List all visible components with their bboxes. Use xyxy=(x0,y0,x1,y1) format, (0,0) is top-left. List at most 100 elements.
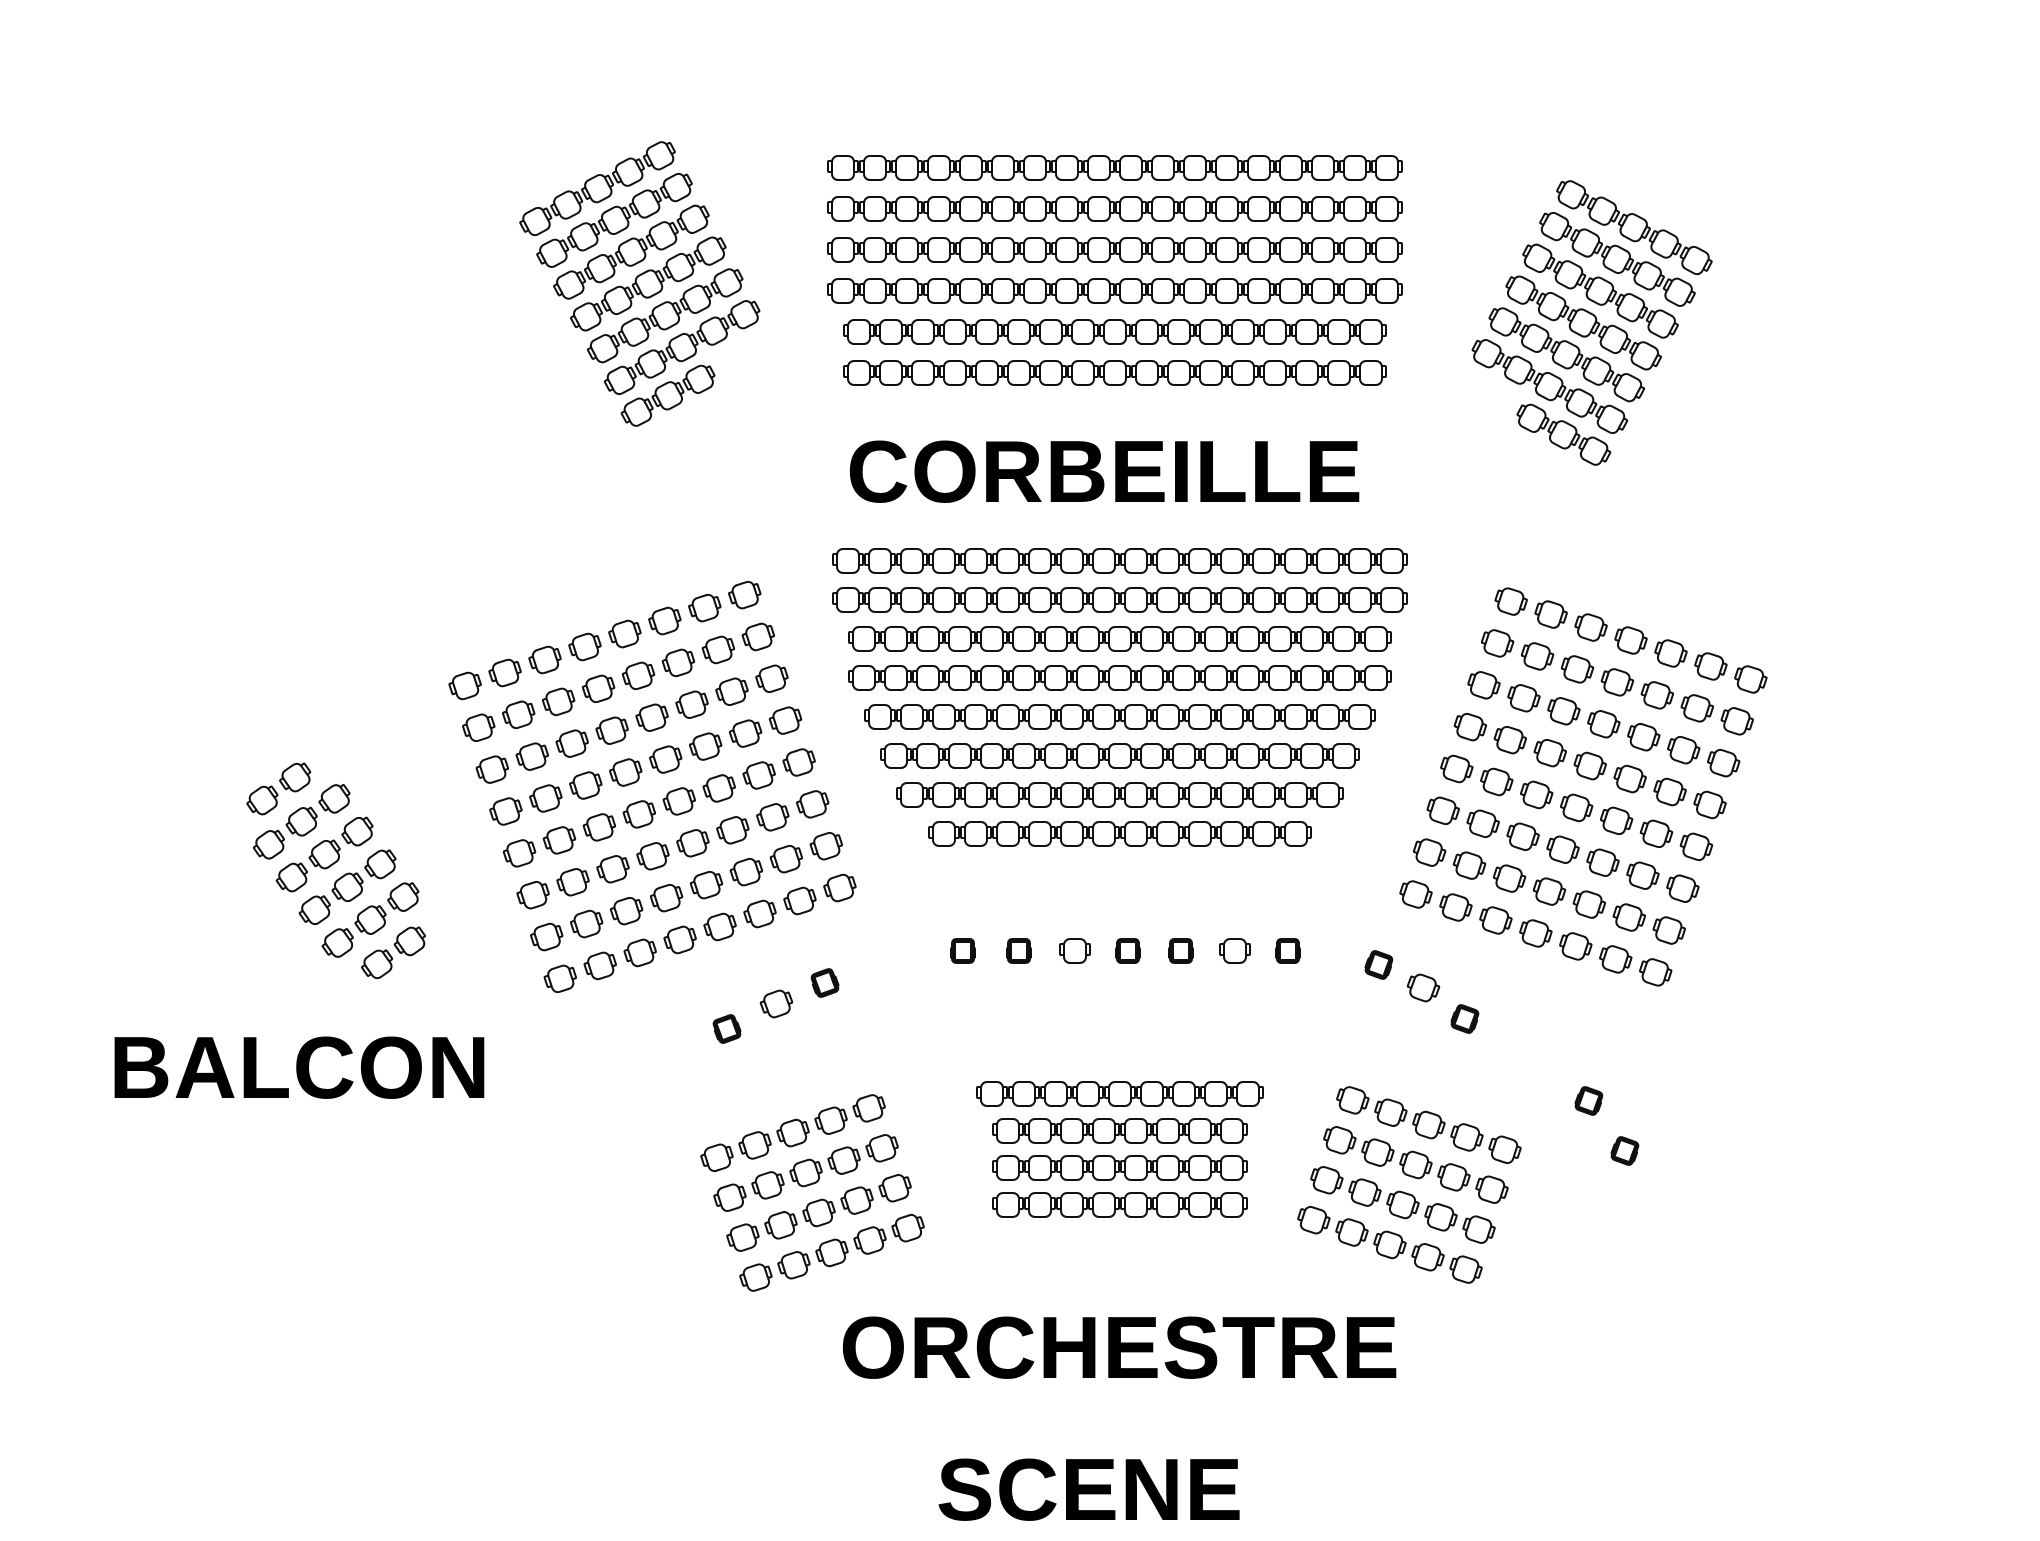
seat-icon[interactable] xyxy=(1104,1080,1136,1107)
seat-icon[interactable] xyxy=(1400,878,1432,911)
seat-icon[interactable] xyxy=(1200,664,1232,691)
seat-icon[interactable] xyxy=(677,688,708,721)
seat-icon[interactable] xyxy=(1216,547,1248,574)
seat-icon[interactable] xyxy=(1645,306,1679,342)
seat-icon[interactable] xyxy=(1296,742,1328,769)
seat-icon[interactable] xyxy=(1163,359,1195,386)
seat-icon[interactable] xyxy=(519,204,554,239)
seat-icon[interactable] xyxy=(944,664,976,691)
seat-icon[interactable] xyxy=(1088,703,1120,730)
seat-icon[interactable] xyxy=(1152,781,1184,808)
seat-icon[interactable] xyxy=(1152,820,1184,847)
seat-icon[interactable] xyxy=(1532,369,1566,404)
seat-icon[interactable] xyxy=(363,846,399,882)
seat-icon[interactable] xyxy=(1574,750,1606,783)
seat-icon[interactable] xyxy=(1631,258,1665,293)
seat-icon[interactable] xyxy=(1088,781,1120,808)
seat-icon[interactable] xyxy=(1152,586,1184,613)
seat-icon[interactable] xyxy=(829,1144,860,1177)
seat-icon[interactable] xyxy=(1493,862,1525,895)
seat-icon[interactable] xyxy=(766,1209,797,1242)
seat-icon[interactable] xyxy=(1695,650,1726,683)
seat-icon[interactable] xyxy=(848,625,880,652)
seat-icon[interactable] xyxy=(804,1196,835,1230)
seat-icon[interactable] xyxy=(1454,711,1486,744)
seat-icon[interactable] xyxy=(1019,154,1051,181)
seat-icon[interactable] xyxy=(1168,742,1200,769)
seat-icon[interactable] xyxy=(1613,901,1645,934)
seat-icon[interactable] xyxy=(637,840,669,873)
seat-icon[interactable] xyxy=(960,820,992,847)
seat-icon[interactable] xyxy=(1152,547,1184,574)
seat-icon[interactable] xyxy=(960,703,992,730)
seat-icon[interactable] xyxy=(1083,277,1115,304)
seat-icon[interactable] xyxy=(1115,154,1147,181)
seat-icon[interactable] xyxy=(1056,1117,1088,1144)
seat-icon[interactable] xyxy=(245,783,281,819)
seat-icon[interactable] xyxy=(753,1169,784,1202)
seat-icon[interactable] xyxy=(923,277,955,304)
seat-icon[interactable] xyxy=(1136,664,1168,691)
seat-icon[interactable] xyxy=(832,586,864,613)
seat-icon[interactable] xyxy=(717,675,748,708)
seat-icon[interactable] xyxy=(1211,195,1243,222)
seat-icon[interactable] xyxy=(1024,1154,1056,1181)
seat-icon[interactable] xyxy=(1667,872,1698,905)
seat-icon[interactable] xyxy=(1275,277,1307,304)
seat-icon[interactable] xyxy=(859,154,891,181)
seat-icon[interactable] xyxy=(651,882,683,915)
seat-icon[interactable] xyxy=(553,267,587,303)
seat-icon[interactable] xyxy=(1407,971,1439,1005)
seat-icon[interactable] xyxy=(1131,359,1163,386)
seat-icon[interactable] xyxy=(1040,625,1072,652)
seat-icon[interactable] xyxy=(677,827,709,860)
seat-icon[interactable] xyxy=(567,219,601,254)
seat-icon[interactable] xyxy=(1451,1121,1482,1154)
seat-icon[interactable] xyxy=(1147,236,1179,263)
seat-icon[interactable] xyxy=(955,277,987,304)
seat-icon[interactable] xyxy=(1298,1204,1329,1237)
seat-icon[interactable] xyxy=(1291,318,1323,345)
seat-icon[interactable] xyxy=(1024,703,1056,730)
seat-reserved-icon[interactable] xyxy=(1115,938,1141,964)
seat-icon[interactable] xyxy=(1661,275,1696,310)
seat-icon[interactable] xyxy=(1597,322,1631,357)
seat-icon[interactable] xyxy=(1336,1084,1368,1117)
seat-icon[interactable] xyxy=(1059,938,1091,964)
seat-icon[interactable] xyxy=(584,811,616,844)
seat-icon[interactable] xyxy=(928,586,960,613)
seat-icon[interactable] xyxy=(811,830,843,863)
seat-icon[interactable] xyxy=(1360,625,1392,652)
seat-icon[interactable] xyxy=(817,1236,848,1269)
seat-icon[interactable] xyxy=(1152,1191,1184,1218)
seat-icon[interactable] xyxy=(611,895,643,928)
seat-icon[interactable] xyxy=(1136,1080,1168,1107)
seat-icon[interactable] xyxy=(1489,1133,1520,1166)
seat-icon[interactable] xyxy=(1056,586,1088,613)
seat-icon[interactable] xyxy=(1627,859,1658,892)
seat-icon[interactable] xyxy=(1307,195,1339,222)
seat-icon[interactable] xyxy=(1040,664,1072,691)
seat-icon[interactable] xyxy=(308,837,343,873)
seat-icon[interactable] xyxy=(1480,904,1511,937)
seat-icon[interactable] xyxy=(1291,359,1323,386)
seat-icon[interactable] xyxy=(1561,653,1593,686)
seat-icon[interactable] xyxy=(1280,781,1312,808)
seat-icon[interactable] xyxy=(1387,1188,1418,1222)
seat-icon[interactable] xyxy=(1147,195,1179,222)
seat-icon[interactable] xyxy=(623,659,655,692)
seat-icon[interactable] xyxy=(536,236,571,271)
seat-icon[interactable] xyxy=(1056,781,1088,808)
seat-icon[interactable] xyxy=(1243,277,1275,304)
seat-icon[interactable] xyxy=(797,788,829,821)
seat-icon[interactable] xyxy=(778,1249,810,1282)
seat-icon[interactable] xyxy=(928,547,960,574)
seat-icon[interactable] xyxy=(1024,781,1056,808)
seat-icon[interactable] xyxy=(1051,236,1083,263)
seat-reserved-icon[interactable] xyxy=(1449,1002,1481,1036)
seat-icon[interactable] xyxy=(1310,1164,1342,1197)
seat-icon[interactable] xyxy=(1721,705,1753,738)
seat-icon[interactable] xyxy=(652,378,686,413)
seat-icon[interactable] xyxy=(955,195,987,222)
seat-icon[interactable] xyxy=(1707,747,1739,780)
